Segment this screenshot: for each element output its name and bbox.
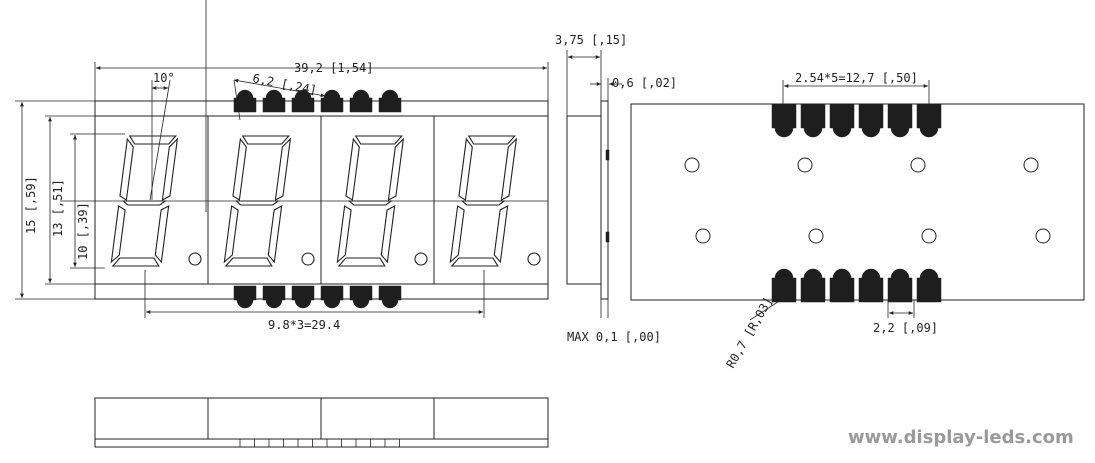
segment-a	[467, 135, 516, 145]
segment-f	[232, 137, 247, 201]
segment-d	[337, 257, 386, 267]
back-pad-bottom	[916, 268, 942, 303]
back-pad-top	[887, 103, 913, 138]
segment-c	[154, 205, 170, 264]
back-mounting-holes	[684, 157, 1051, 244]
mounting-hole	[1023, 157, 1039, 173]
segment-d	[224, 257, 273, 267]
back-pad-top	[771, 103, 797, 138]
pad-width-label: 2,2 [,09]	[873, 321, 938, 335]
back-pad-bottom	[771, 268, 797, 303]
digit-pitch-label: 9.8*3=29.4	[268, 318, 340, 332]
front-dimensions: 39,2 [1,54] 10° 6,2 [,24] 15 [,59] 13 [,…	[15, 61, 549, 332]
segment-g	[347, 200, 393, 206]
mounting-hole	[910, 157, 926, 173]
front-view	[60, 0, 549, 309]
segment-b	[387, 137, 405, 201]
mounting-hole	[695, 228, 711, 244]
segment-c	[380, 205, 396, 264]
lead-thickness-label: 0,6 [,02]	[612, 76, 677, 90]
pad-bottom	[378, 285, 402, 309]
mounting-hole	[684, 157, 700, 173]
segment-spacing-label: 6,2 [,24]	[251, 71, 318, 97]
back-pad-top	[916, 103, 942, 138]
decimal-point	[188, 252, 202, 266]
side-lead-frame	[600, 100, 609, 300]
decimal-point	[414, 252, 428, 266]
side-depth-label: 3,75 [,15]	[555, 33, 627, 47]
digit-2	[223, 135, 315, 267]
back-bottom-pads	[771, 268, 942, 303]
max-clearance-label: MAX 0,1 [,00]	[567, 330, 661, 344]
pad-radius-label: R0,7 [R,03]	[723, 295, 775, 371]
overall-height-label: 15 [,59]	[24, 176, 38, 234]
pad-top	[349, 89, 373, 113]
mounting-hole	[797, 157, 813, 173]
side-view: 3,75 [,15] 0,6 [,02] MAX 0,1 [,00]	[555, 33, 677, 344]
back-body-outline	[630, 103, 1085, 301]
pad-bottom	[320, 285, 344, 309]
mounting-hole	[808, 228, 824, 244]
seven-segment-digits	[110, 135, 541, 267]
segment-a	[128, 135, 177, 145]
pad-top	[262, 89, 286, 113]
back-pad-top	[829, 103, 855, 138]
back-pad-bottom	[887, 268, 913, 303]
pad-top	[320, 89, 344, 113]
back-pad-top	[800, 103, 826, 138]
segment-g	[121, 200, 167, 206]
digit-height-label: 10 [,39]	[76, 202, 90, 260]
mounting-hole	[921, 228, 937, 244]
segment-c	[493, 205, 509, 264]
back-view: 2.54*5=12,7 [,50] 2,2 [,09] R0,7 [R,03]	[630, 71, 1085, 371]
side-body	[566, 115, 602, 285]
decimal-point	[301, 252, 315, 266]
back-top-pads	[771, 103, 942, 138]
back-pad-bottom	[858, 268, 884, 303]
bottom-view	[94, 397, 549, 448]
segment-e	[223, 205, 239, 264]
pad-top	[378, 89, 402, 113]
back-pad-bottom	[829, 268, 855, 303]
bottom-lead-ticks	[239, 439, 400, 447]
pad-bottom	[262, 285, 286, 309]
front-bottom-pads	[233, 285, 402, 309]
pad-bottom	[349, 285, 373, 309]
overall-width-label: 39,2 [1,54]	[294, 61, 373, 75]
segment-f	[345, 137, 360, 201]
segment-e	[449, 205, 465, 264]
segment-f	[119, 137, 134, 201]
segment-d	[111, 257, 160, 267]
segment-c	[267, 205, 283, 264]
segment-g	[234, 200, 280, 206]
pad-bottom	[291, 285, 315, 309]
segment-a	[241, 135, 290, 145]
mounting-hole	[1035, 228, 1051, 244]
watermark: www.display-leds.com	[848, 427, 1074, 448]
digit-1	[110, 135, 202, 267]
decimal-point	[527, 252, 541, 266]
segment-d	[450, 257, 499, 267]
digit-4	[449, 135, 541, 267]
slant-angle-label: 10°	[153, 71, 175, 85]
pad-bottom	[233, 285, 257, 309]
segment-b	[161, 137, 179, 201]
segment-b	[500, 137, 518, 201]
segment-e	[110, 205, 126, 264]
back-pad-top	[858, 103, 884, 138]
segment-b	[274, 137, 292, 201]
digit-3	[336, 135, 428, 267]
segment-a	[354, 135, 403, 145]
segment-g	[460, 200, 506, 206]
segment-e	[336, 205, 352, 264]
back-pad-bottom	[800, 268, 826, 303]
pin-pitch-label: 2.54*5=12,7 [,50]	[795, 71, 918, 85]
segment-f	[458, 137, 473, 201]
display-height-label: 13 [,51]	[51, 179, 65, 237]
